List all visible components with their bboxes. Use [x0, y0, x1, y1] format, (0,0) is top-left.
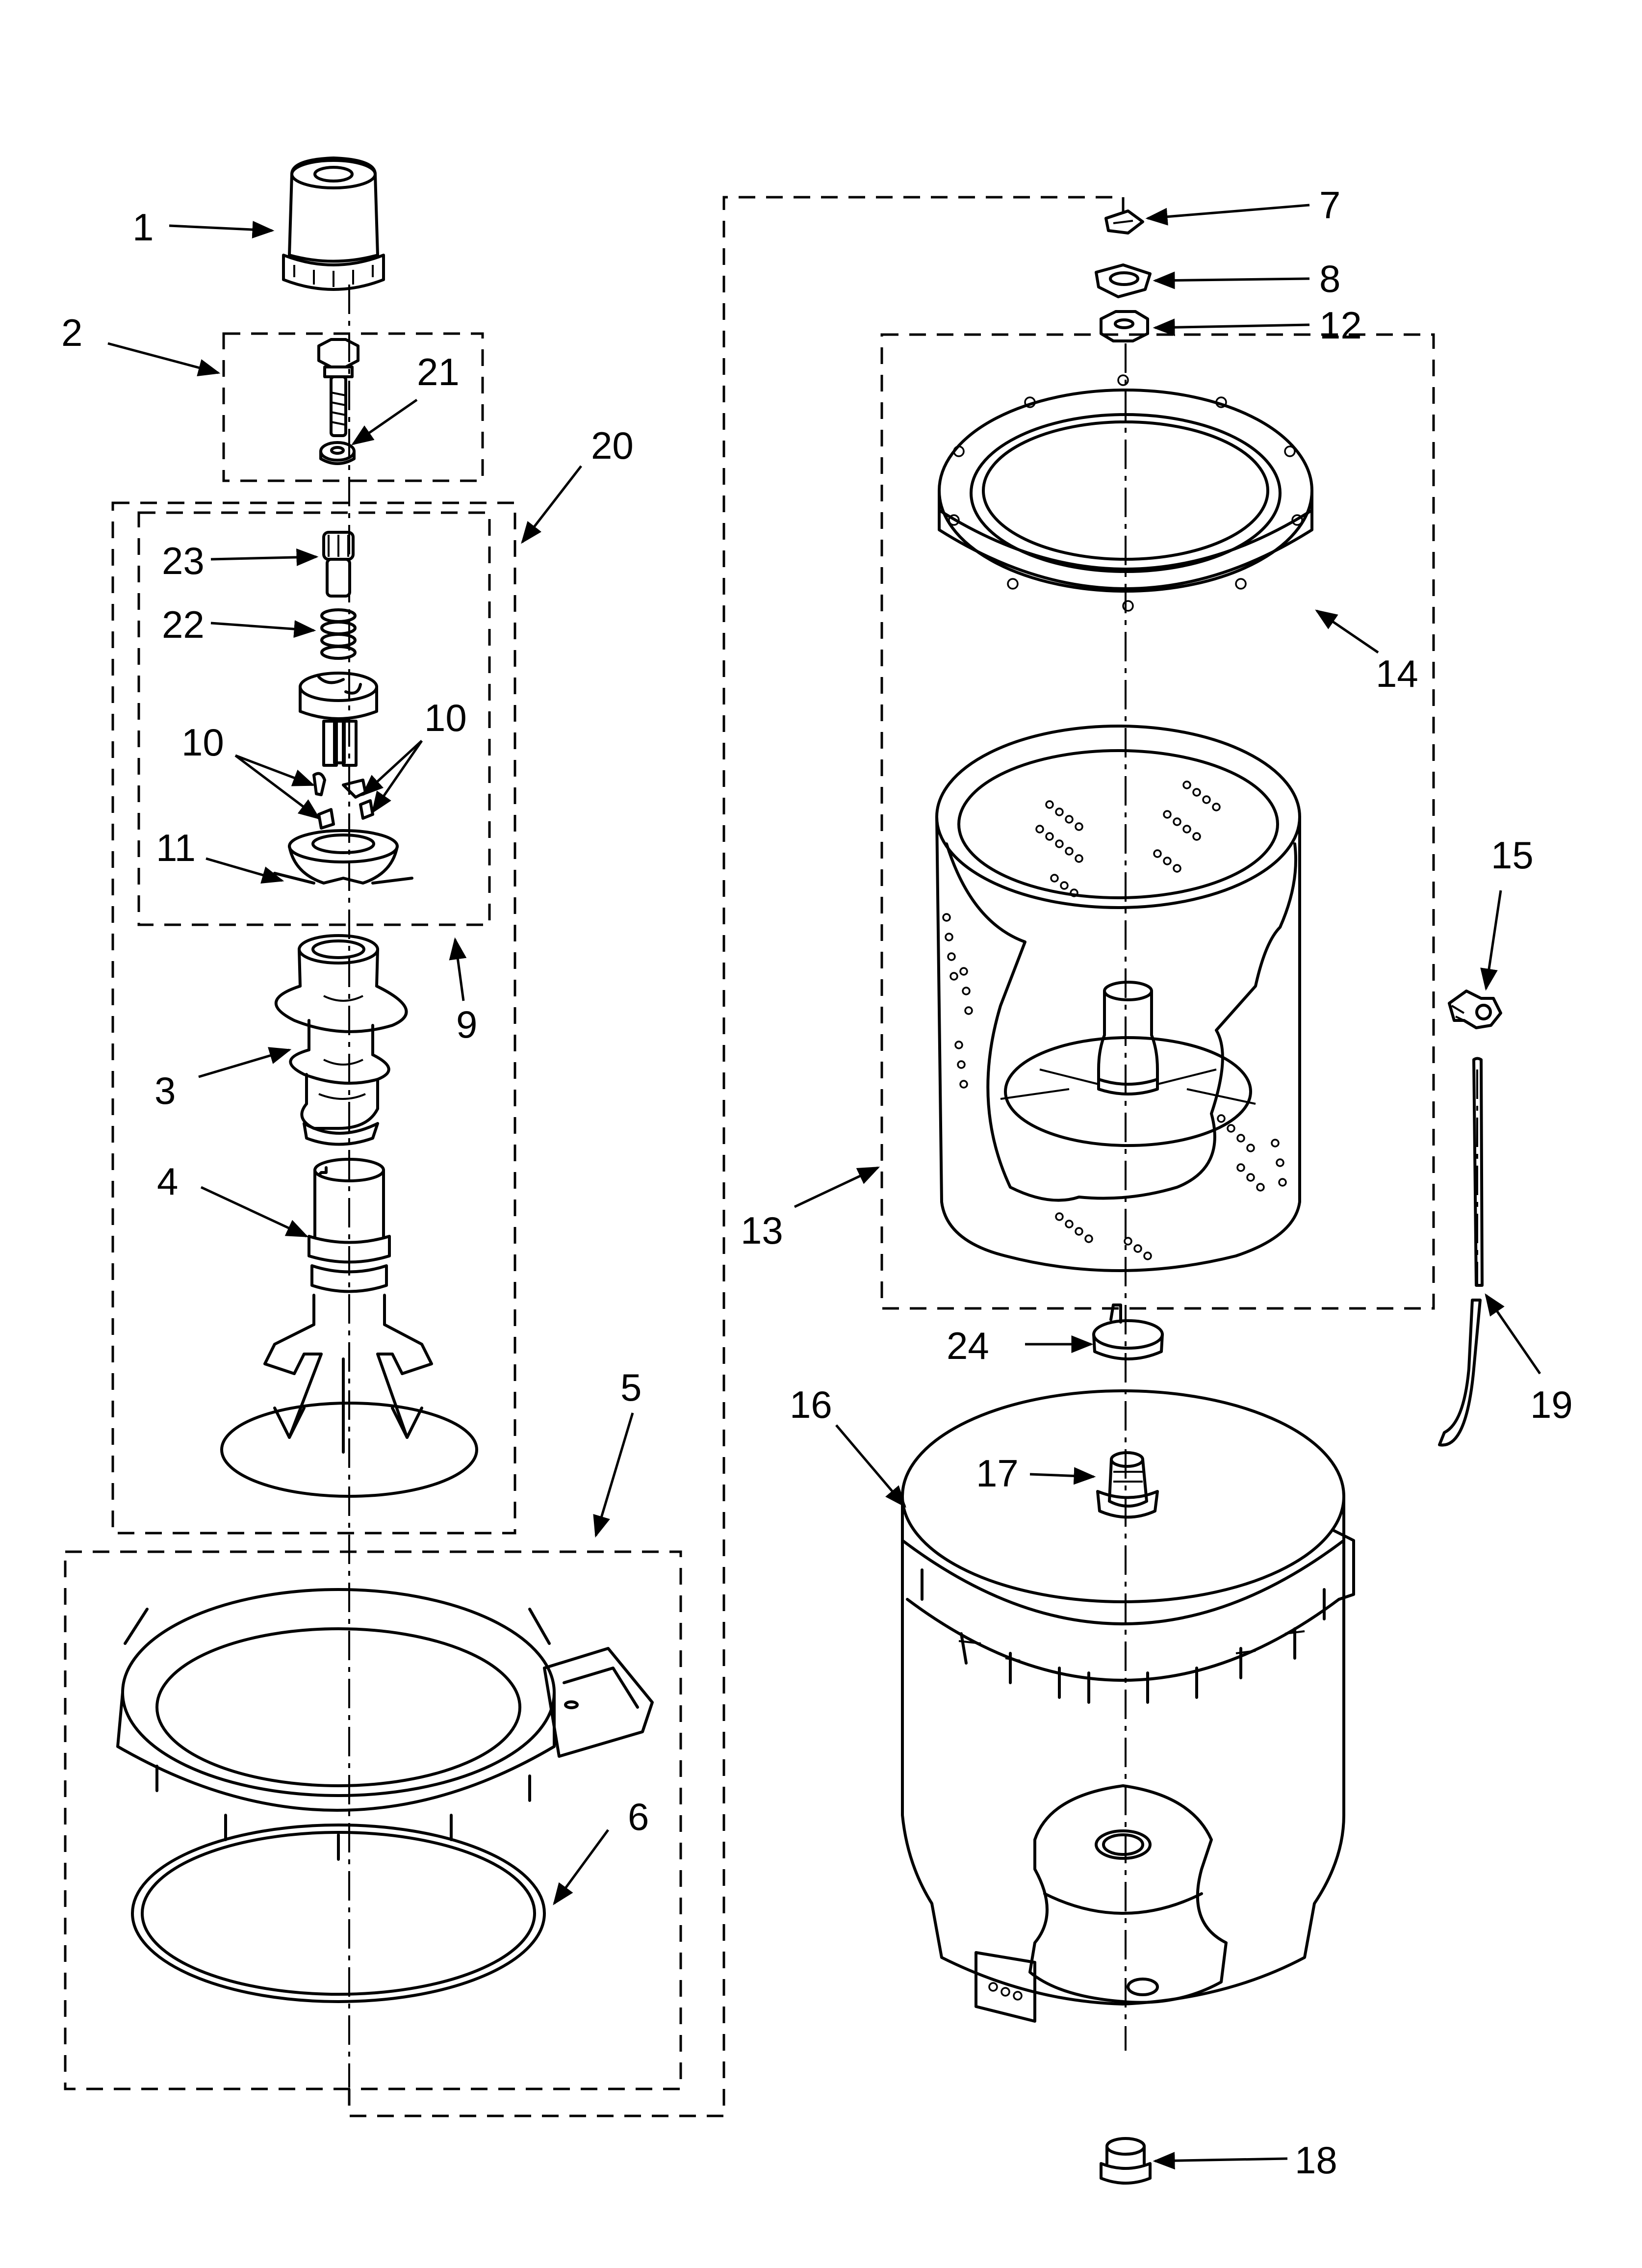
part-balance-ring-14: [938, 374, 1313, 612]
part-spin-basket-13: [935, 725, 1301, 1272]
part-clip-7: [1104, 209, 1144, 235]
group-20-boundary: [111, 501, 516, 1535]
group-9-boundary: [137, 511, 491, 926]
group-5-boundary: [64, 1550, 682, 2090]
callout-6: 6: [628, 1795, 649, 1838]
callout-4: 4: [157, 1160, 178, 1203]
callout-23: 23: [162, 539, 205, 582]
part-auger-3: [274, 934, 408, 1146]
callout-leaders: [107, 204, 1541, 2170]
callout-16: 16: [790, 1383, 832, 1426]
part-cam-ring-11: [273, 829, 413, 885]
part-hose-19: [1438, 1057, 1484, 1447]
part-washer-21: [319, 441, 356, 465]
assembly-link-line: [348, 196, 1125, 2117]
basket-perforations: [942, 781, 1287, 1260]
callout-9: 9: [456, 1003, 477, 1046]
part-clamp-24: [1092, 1303, 1164, 1360]
callout-21: 21: [417, 350, 460, 393]
callout-24: 24: [947, 1324, 989, 1367]
part-cam-drive: [299, 672, 378, 767]
part-bearing-17: [1096, 1451, 1159, 1519]
callout-17: 17: [976, 1452, 1019, 1495]
part-outer-tub-16: [901, 1389, 1355, 2023]
part-agitator-base-4: [220, 1158, 478, 1498]
callout-13: 13: [741, 1209, 783, 1252]
callout-5: 5: [620, 1366, 641, 1409]
callout-3: 3: [154, 1069, 176, 1112]
group-2-boundary: [222, 332, 484, 482]
part-drain-plug-18: [1100, 2137, 1152, 2185]
part-agitator-cap: [282, 156, 385, 291]
callout-1: 1: [132, 206, 154, 249]
part-dogs-10: [312, 772, 374, 830]
callout-20: 20: [591, 424, 634, 467]
callout-22: 22: [162, 603, 205, 646]
part-agitator-bolt: [317, 338, 359, 437]
group-13-boundary: [880, 333, 1435, 1310]
callout-8: 8: [1319, 257, 1340, 300]
part-hub-8: [1095, 263, 1152, 298]
part-plug-23: [322, 531, 355, 598]
part-tub-ring-5: [116, 1588, 654, 1861]
callout-2: 2: [61, 311, 82, 354]
part-nut-12: [1100, 310, 1149, 342]
part-tub-seal-6: [131, 1824, 546, 2003]
callout-19: 19: [1530, 1383, 1573, 1426]
callout-14: 14: [1376, 652, 1418, 695]
callout-7: 7: [1319, 183, 1340, 227]
part-hose-clip-15: [1448, 990, 1502, 1029]
callout-10-left: 10: [181, 721, 224, 764]
part-spring-22: [320, 608, 357, 660]
callout-18: 18: [1295, 2138, 1337, 2182]
callout-10-right: 10: [424, 696, 467, 739]
callout-labels: 1 2 3 4 5 6 7 8 9 10 10 11 12 13 14 15 1…: [61, 183, 1573, 2182]
callout-12: 12: [1319, 304, 1362, 347]
callout-15: 15: [1491, 834, 1534, 877]
callout-11: 11: [156, 826, 196, 869]
